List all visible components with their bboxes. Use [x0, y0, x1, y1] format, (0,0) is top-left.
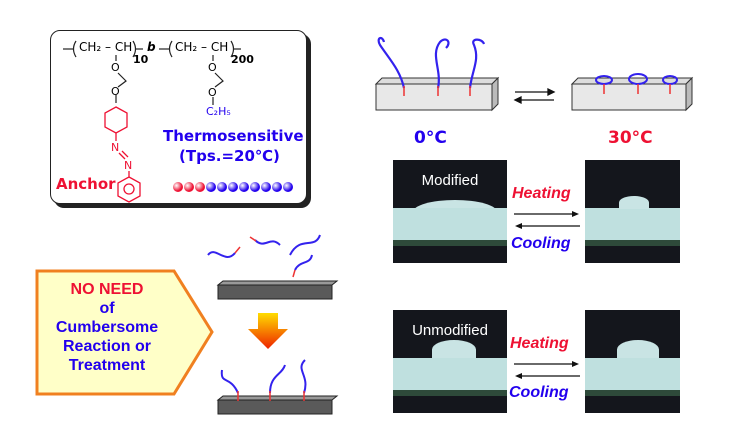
oxygen-label: O [111, 85, 120, 98]
repeat-count-2: 200 [231, 53, 254, 66]
reversible-arrows [513, 87, 556, 105]
substrate-block-collapsed [570, 76, 694, 112]
bead [228, 182, 238, 192]
heating-cooling-arrows [514, 211, 580, 229]
bead [206, 182, 216, 192]
bead [272, 182, 282, 192]
substrate-block-extended [374, 76, 500, 112]
modified-cold-photo: Modified [393, 160, 507, 263]
cold-temperature-label: 0°C [414, 128, 447, 148]
bead [217, 182, 227, 192]
cooling-label: Cooling [511, 235, 571, 252]
monomer-unit-2: CH₂ – CH [175, 40, 229, 54]
cooling-label: Cooling [509, 384, 569, 401]
bead [261, 182, 271, 192]
nitrogen-label: N [124, 159, 133, 172]
bead [173, 182, 183, 192]
oxygen-label: O [111, 61, 120, 74]
grafting-process-diagram [207, 234, 339, 415]
unmodified-cold-photo: Unmodified [393, 310, 507, 413]
thermosensitive-label: Thermosensitive [163, 127, 304, 145]
callout-text: NO NEED of Cumbersome Reaction or Treatm… [37, 280, 177, 375]
block-label: b [147, 40, 156, 54]
heating-label: Heating [512, 185, 571, 202]
unmodified-hot-photo [585, 310, 680, 413]
phase-transition-temperature: (Tps.=20℃) [179, 147, 280, 165]
substrate-block-grafted [216, 395, 339, 415]
modified-hot-photo [585, 160, 680, 263]
callout-line: Reaction or [62, 338, 151, 355]
ethyl-group: C₂H₅ [206, 105, 231, 118]
oxygen-label: O [208, 86, 217, 99]
bead [283, 182, 293, 192]
callout-line: Treatment [68, 357, 146, 374]
polymer-structure-box: CH₂ – CH 10 b CH₂ – CH 200 O O O O C₂H₅ … [50, 30, 307, 204]
bead [184, 182, 194, 192]
bead [195, 182, 205, 192]
hot-temperature-label: 30°C [608, 128, 653, 148]
polymer-structure-drawing [63, 40, 241, 203]
modified-label: Modified [421, 172, 479, 189]
bead [239, 182, 249, 192]
callout-line: of [99, 300, 115, 317]
callout-line: Cumbersome [55, 319, 159, 336]
grafted-chains [220, 359, 307, 394]
repeat-count-1: 10 [133, 53, 149, 66]
anchor-label: Anchor [56, 175, 116, 193]
bead [250, 182, 260, 192]
unmodified-label: Unmodified [412, 322, 488, 339]
heating-cooling-arrows [514, 361, 580, 379]
oxygen-label: O [208, 61, 217, 74]
extended-chains [377, 36, 486, 89]
substrate-block-bare [216, 280, 339, 300]
down-arrow [248, 313, 288, 349]
free-polymer-chains [207, 234, 321, 271]
heating-label: Heating [510, 335, 569, 352]
callout-headline: NO NEED [70, 281, 144, 298]
brush-conformation-diagram [374, 36, 694, 112]
nitrogen-label: N [111, 141, 120, 154]
bead-chain [173, 182, 294, 192]
callout-shape [35, 269, 214, 396]
monomer-unit-1: CH₂ – CH [79, 40, 133, 54]
